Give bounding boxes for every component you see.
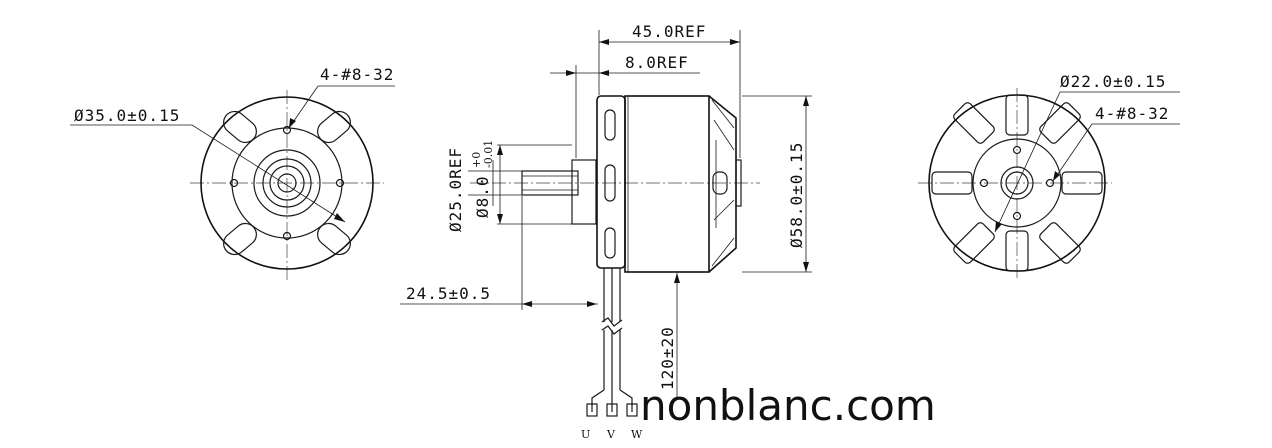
overall-length-label: 45.0REF <box>632 22 706 41</box>
front-view: Ø35.0±0.15 4-#8-32 <box>70 65 395 280</box>
watermark-text: nonblanc.com <box>640 381 936 430</box>
wire-u-label: U <box>581 428 590 441</box>
shaft-diameter-label: Ø8.0 <box>473 175 492 218</box>
flange-length-label: 8.0REF <box>625 53 689 72</box>
lead-length-label: 120±20 <box>658 326 677 390</box>
rear-diameter-label: Ø22.0±0.15 <box>1060 72 1166 91</box>
shaft-length-label: 24.5±0.5 <box>406 284 491 303</box>
front-hole-label: 4-#8-32 <box>320 65 394 84</box>
shaft-tol-lower: -0.01 <box>482 140 495 168</box>
wire-v-label: V <box>606 428 616 441</box>
front-diameter-label: Ø35.0±0.15 <box>74 106 180 125</box>
outer-diameter-label: Ø58.0±0.15 <box>787 142 806 248</box>
side-view: U V W 45.0REF 8.0REF Ø58.0±0.15 Ø25.0REF <box>400 22 812 441</box>
wire-w-label: W <box>631 428 643 441</box>
rear-view: Ø22.0±0.15 4-#8-32 <box>918 72 1180 280</box>
body-diameter-label: Ø25.0REF <box>446 147 465 232</box>
rear-hole-label: 4-#8-32 <box>1095 104 1169 123</box>
shaft-tol-upper: +0 <box>470 152 483 168</box>
